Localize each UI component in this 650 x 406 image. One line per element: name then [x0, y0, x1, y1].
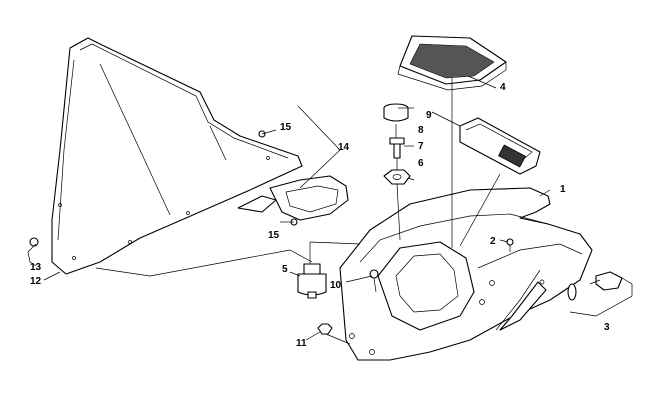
nut-part — [383, 169, 411, 185]
windshield-part — [51, 37, 303, 275]
leader-lines — [27, 75, 633, 345]
hood-part — [339, 187, 593, 361]
callout-1: 1 — [560, 184, 566, 195]
mirror-assembly-part — [237, 130, 349, 226]
callout-8: 8 — [418, 125, 424, 136]
callout-10: 10 — [330, 280, 342, 291]
callout-labels: 1 2 3 4 5 6 7 8 9 10 11 12 13 14 15 15 — [30, 82, 610, 349]
callout-13: 13 — [30, 262, 42, 273]
gauge-part — [459, 117, 541, 175]
callout-4: 4 — [500, 82, 506, 93]
callout-6: 6 — [418, 158, 424, 169]
callout-7: 7 — [418, 141, 424, 152]
nut-11-part — [317, 323, 333, 335]
callout-14: 14 — [338, 142, 350, 153]
callout-3: 3 — [604, 322, 610, 333]
callout-12: 12 — [30, 276, 42, 287]
callout-9: 9 — [426, 110, 432, 121]
storage-net-part — [397, 35, 507, 91]
callout-15a: 15 — [280, 122, 292, 133]
callout-11: 11 — [296, 338, 307, 349]
bolt-part — [389, 137, 405, 159]
rivet-13-part — [29, 237, 39, 247]
mount-knob-part — [567, 271, 623, 301]
callout-5: 5 — [282, 264, 288, 275]
callout-15b: 15 — [268, 230, 280, 241]
callout-2: 2 — [490, 236, 496, 247]
switch-part — [297, 263, 327, 299]
rivet-2-part — [506, 238, 514, 252]
grommet-part — [383, 103, 409, 122]
